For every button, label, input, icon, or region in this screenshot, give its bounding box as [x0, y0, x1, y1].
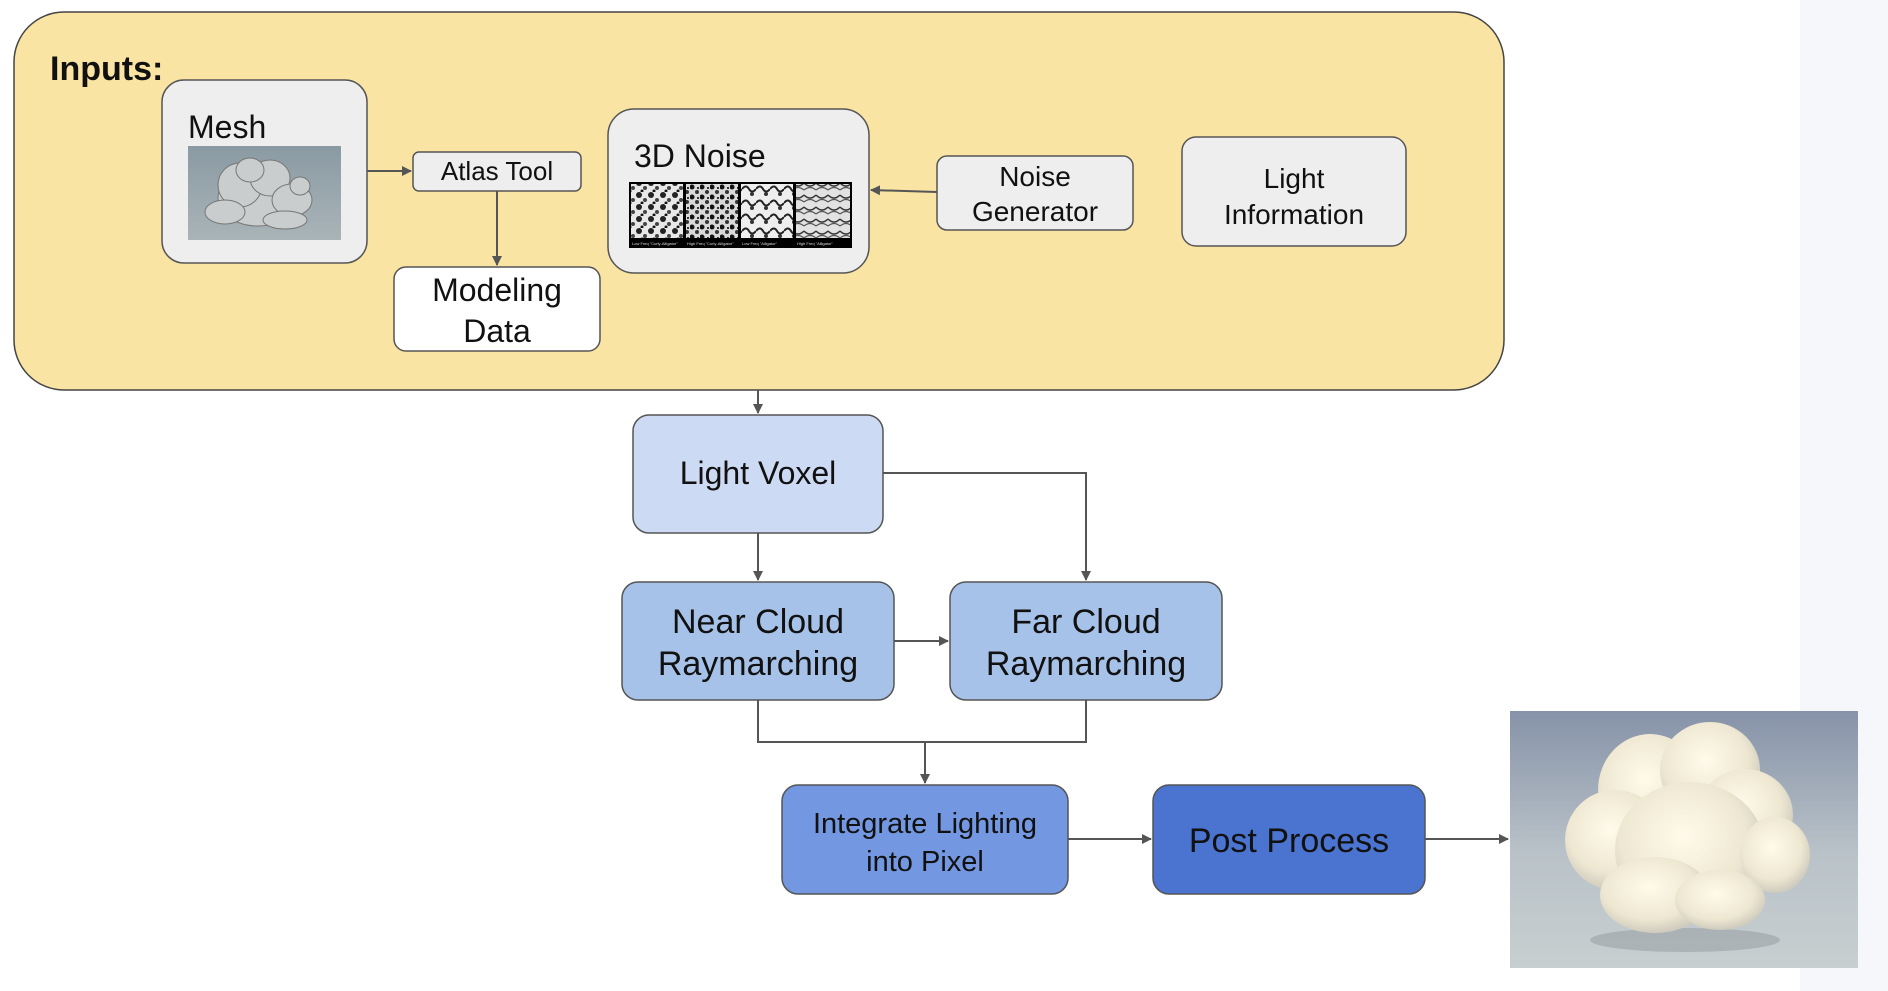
atlas-tool-label: Atlas Tool: [441, 156, 553, 186]
mesh-image: [188, 146, 341, 240]
near-cloud-line1: Near Cloud: [672, 603, 844, 641]
modeling-data-line2: Data: [463, 313, 531, 349]
cloud-render-image: [1510, 711, 1858, 968]
integrate-lighting-node[interactable]: Integrate Lighting into Pixel: [781, 784, 1069, 895]
light-voxel-node[interactable]: Light Voxel: [632, 414, 884, 534]
noise-caption-4: High Freq "Alligator": [797, 241, 834, 246]
noise-generator-line2: Generator: [972, 196, 1098, 227]
modeling-data-node[interactable]: Modeling Data: [393, 266, 601, 352]
noise-texture-strip: Low Freq "Curly-Alligator" High Freq "Cu…: [629, 182, 852, 248]
mesh-node[interactable]: Mesh: [161, 79, 368, 264]
integrate-line2: into Pixel: [866, 846, 984, 878]
far-cloud-line2: Raymarching: [986, 645, 1186, 683]
noise-caption-3: Low Freq "Alligator": [742, 241, 778, 246]
light-information-node[interactable]: Light Information: [1181, 136, 1407, 247]
near-cloud-raymarching-node[interactable]: Near Cloud Raymarching: [621, 581, 895, 701]
inputs-title: Inputs:: [50, 50, 163, 88]
modeling-data-line1: Modeling: [432, 272, 562, 308]
light-information-line1: Light: [1264, 163, 1325, 194]
noise-caption-1: Low Freq "Curly-Alligator": [632, 241, 678, 246]
noise-3d-label: 3D Noise: [634, 138, 766, 174]
mesh-label: Mesh: [188, 109, 266, 145]
post-process-label: Post Process: [1189, 822, 1389, 860]
noise-generator-node[interactable]: Noise Generator: [936, 155, 1134, 231]
post-process-node[interactable]: Post Process: [1152, 784, 1426, 895]
atlas-tool-node[interactable]: Atlas Tool: [412, 151, 582, 192]
noise-3d-node[interactable]: 3D Noise Low Freq "Curly-Alligator" High…: [607, 108, 870, 274]
connectors: [367, 166, 1509, 844]
far-cloud-line1: Far Cloud: [1011, 603, 1160, 641]
light-voxel-label: Light Voxel: [680, 455, 837, 491]
far-cloud-raymarching-node[interactable]: Far Cloud Raymarching: [949, 581, 1223, 701]
integrate-line1: Integrate Lighting: [813, 808, 1037, 840]
light-information-line2: Information: [1224, 199, 1364, 230]
noise-caption-2: High Freq "Curly-Alligator": [687, 241, 734, 246]
near-cloud-line2: Raymarching: [658, 645, 858, 683]
noise-generator-line1: Noise: [999, 161, 1071, 192]
